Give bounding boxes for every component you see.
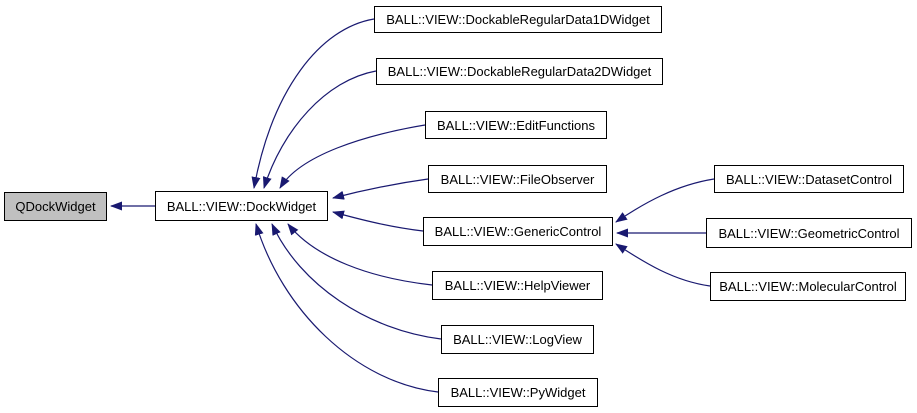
edge-logview-to-dockwidget <box>271 223 442 340</box>
node-qdockwidget[interactable]: QDockWidget <box>4 192 107 221</box>
edge-editfunctions-to-dockwidget <box>279 124 426 189</box>
edge-datasetcontrol-to-genericcontrol <box>615 178 715 223</box>
node-dataset-control[interactable]: BALL::VIEW::DatasetControl <box>714 165 904 193</box>
edge-pywidget-to-dockwidget <box>254 223 439 393</box>
node-generic-control[interactable]: BALL::VIEW::GenericControl <box>423 217 613 246</box>
node-geometric-control[interactable]: BALL::VIEW::GeometricControl <box>706 218 912 248</box>
node-dockable-regular-data1d-widget[interactable]: BALL::VIEW::DockableRegularData1DWidget <box>374 6 662 33</box>
node-help-viewer[interactable]: BALL::VIEW::HelpViewer <box>432 271 603 300</box>
edge-data1d-to-dockwidget <box>251 18 375 189</box>
edge-data2d-to-dockwidget <box>262 70 377 189</box>
edge-molecularcontrol-to-genericcontrol <box>615 243 711 287</box>
node-log-view[interactable]: BALL::VIEW::LogView <box>441 325 594 354</box>
node-file-observer[interactable]: BALL::VIEW::FileObserver <box>428 165 607 193</box>
edge-genericcontrol-to-dockwidget <box>332 210 424 232</box>
node-molecular-control[interactable]: BALL::VIEW::MolecularControl <box>710 272 906 301</box>
node-edit-functions[interactable]: BALL::VIEW::EditFunctions <box>425 111 607 139</box>
edge-helpviewer-to-dockwidget <box>287 223 433 286</box>
node-py-widget[interactable]: BALL::VIEW::PyWidget <box>438 378 598 407</box>
edge-fileobserver-to-dockwidget <box>332 178 429 200</box>
node-dockwidget[interactable]: BALL::VIEW::DockWidget <box>155 191 328 221</box>
node-dockable-regular-data2d-widget[interactable]: BALL::VIEW::DockableRegularData2DWidget <box>376 58 663 85</box>
